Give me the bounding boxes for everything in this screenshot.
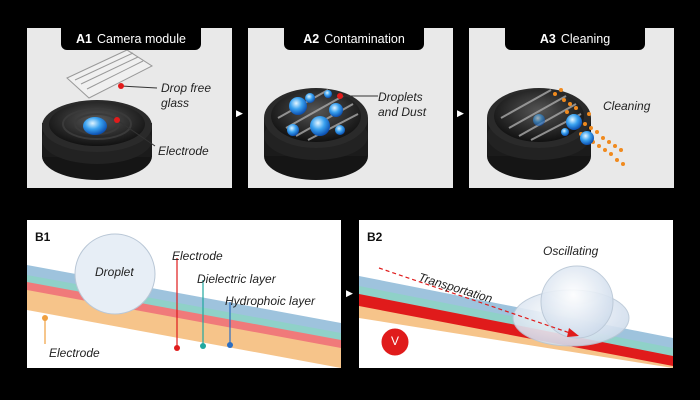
- voltage-label: V: [390, 334, 399, 348]
- panel-id: A3: [539, 32, 556, 46]
- arrow-right-icon: ▶: [457, 108, 464, 118]
- droplets-group: [287, 90, 345, 136]
- tab-a2: A2 Contamination: [284, 28, 424, 50]
- label-droplet: Droplet: [95, 265, 134, 279]
- label-hydrophobic-layer: Hydrophoic layer: [225, 294, 316, 308]
- droplets-group: [533, 114, 594, 145]
- transport-arrow-head-icon: [567, 328, 579, 337]
- panel-id: A1: [76, 32, 93, 46]
- label-cleaning: Cleaning: [603, 99, 651, 113]
- panel-a1: A1 Camera module Drop free glass Electrod…: [27, 28, 232, 188]
- panel-title: Contamination: [324, 32, 405, 46]
- label-drop-free-glass: Drop free glass: [161, 81, 212, 110]
- oscillating-droplet-icon: [540, 265, 614, 339]
- label-electrode-top: Electrode: [172, 249, 223, 263]
- label-oscillating: Oscillating: [543, 244, 599, 258]
- arrow-right-icon: ▶: [236, 108, 243, 118]
- label-dielectric-layer: Dielectric layer: [197, 272, 276, 286]
- panel-id: A2: [303, 32, 320, 46]
- panel-b1: B1 Droplet Electrode Dielectric layer Hy…: [27, 220, 341, 368]
- voltage-source-icon: [380, 327, 410, 357]
- panel-id: B2: [367, 230, 383, 244]
- panel-b2: B2 Oscillating Transportation V: [359, 220, 673, 368]
- label-droplets-and-dust: Droplets and Dust: [378, 90, 427, 119]
- contamination-illustration: [264, 88, 378, 180]
- panel-title: Cleaning: [560, 32, 611, 46]
- panel-title: Camera module: [97, 32, 186, 46]
- tab-a3: A3 Cleaning: [505, 28, 645, 50]
- droplet-icon: [83, 117, 107, 135]
- panel-id: B1: [35, 230, 51, 244]
- arrow-right-icon: ▶: [346, 288, 353, 298]
- droplet-icon: [74, 233, 156, 315]
- cleaning-illustration: [487, 88, 625, 180]
- b1-layer-diagram: [27, 233, 341, 368]
- b2-layer-diagram: [359, 265, 673, 368]
- glass-plate: [66, 49, 154, 99]
- label-electrode: Electrode: [158, 144, 209, 158]
- tab-a1: A1 Camera module: [61, 28, 201, 50]
- camera-module-illustration: [42, 49, 158, 180]
- electrode-layer: [359, 292, 673, 366]
- label-electrode-bottom: Electrode: [49, 346, 100, 360]
- panel-a2: A2 Contamination Droplets and Dust: [248, 28, 453, 188]
